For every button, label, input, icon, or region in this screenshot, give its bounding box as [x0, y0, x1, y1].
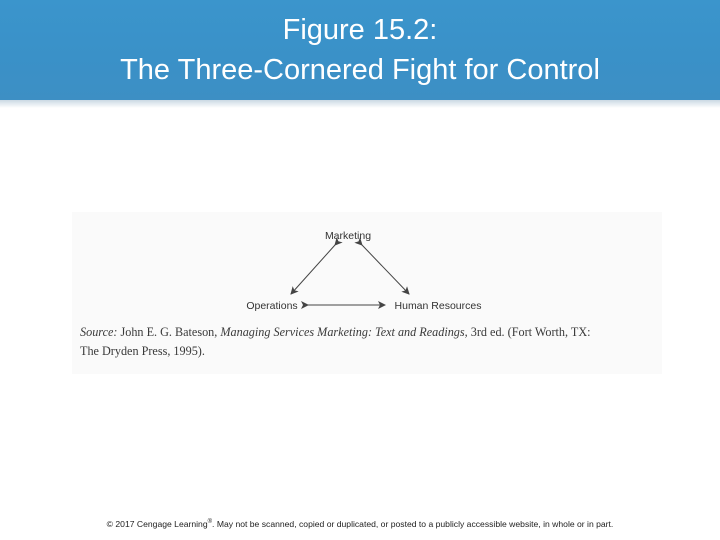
node-marketing: Marketing [325, 230, 371, 242]
arrow-marketing-human-resources [354, 237, 410, 295]
figure-area: Marketing Operations Human Resources Sou… [72, 212, 662, 374]
source-details: 3rd ed. (Fort Worth, TX: [470, 325, 591, 339]
slide-title-line-2: The Three-Cornered Fight for Control [120, 54, 600, 86]
slide-title-line-1: Figure 15.2: [282, 14, 438, 46]
triangle-diagram: Marketing Operations Human Resources [246, 230, 482, 312]
source-citation-line-2: The Dryden Press, 1995). [80, 344, 205, 358]
source-author: John E. G. Bateson, [120, 325, 218, 339]
registered-mark: ® [207, 519, 213, 526]
source-citation: Source: John E. G. Bateson, Managing Ser… [80, 323, 660, 361]
copyright-footer: © 2017 Cengage Learning®. May not be sca… [0, 519, 720, 529]
copyright-prefix: © 2017 Cengage Learning [106, 519, 208, 529]
copyright-suffix: . May not be scanned, copied or duplicat… [212, 519, 614, 529]
node-operations: Operations [246, 300, 297, 312]
source-label: Source: [80, 325, 118, 339]
source-citation-line-1: Source: John E. G. Bateson, Managing Ser… [80, 323, 660, 342]
source-work-title: Managing Services Marketing: Text and Re… [220, 325, 468, 339]
arrow-marketing-operations [290, 237, 343, 295]
node-human-resources: Human Resources [395, 300, 482, 312]
title-bar: Figure 15.2: The Three-Cornered Fight fo… [0, 0, 720, 108]
